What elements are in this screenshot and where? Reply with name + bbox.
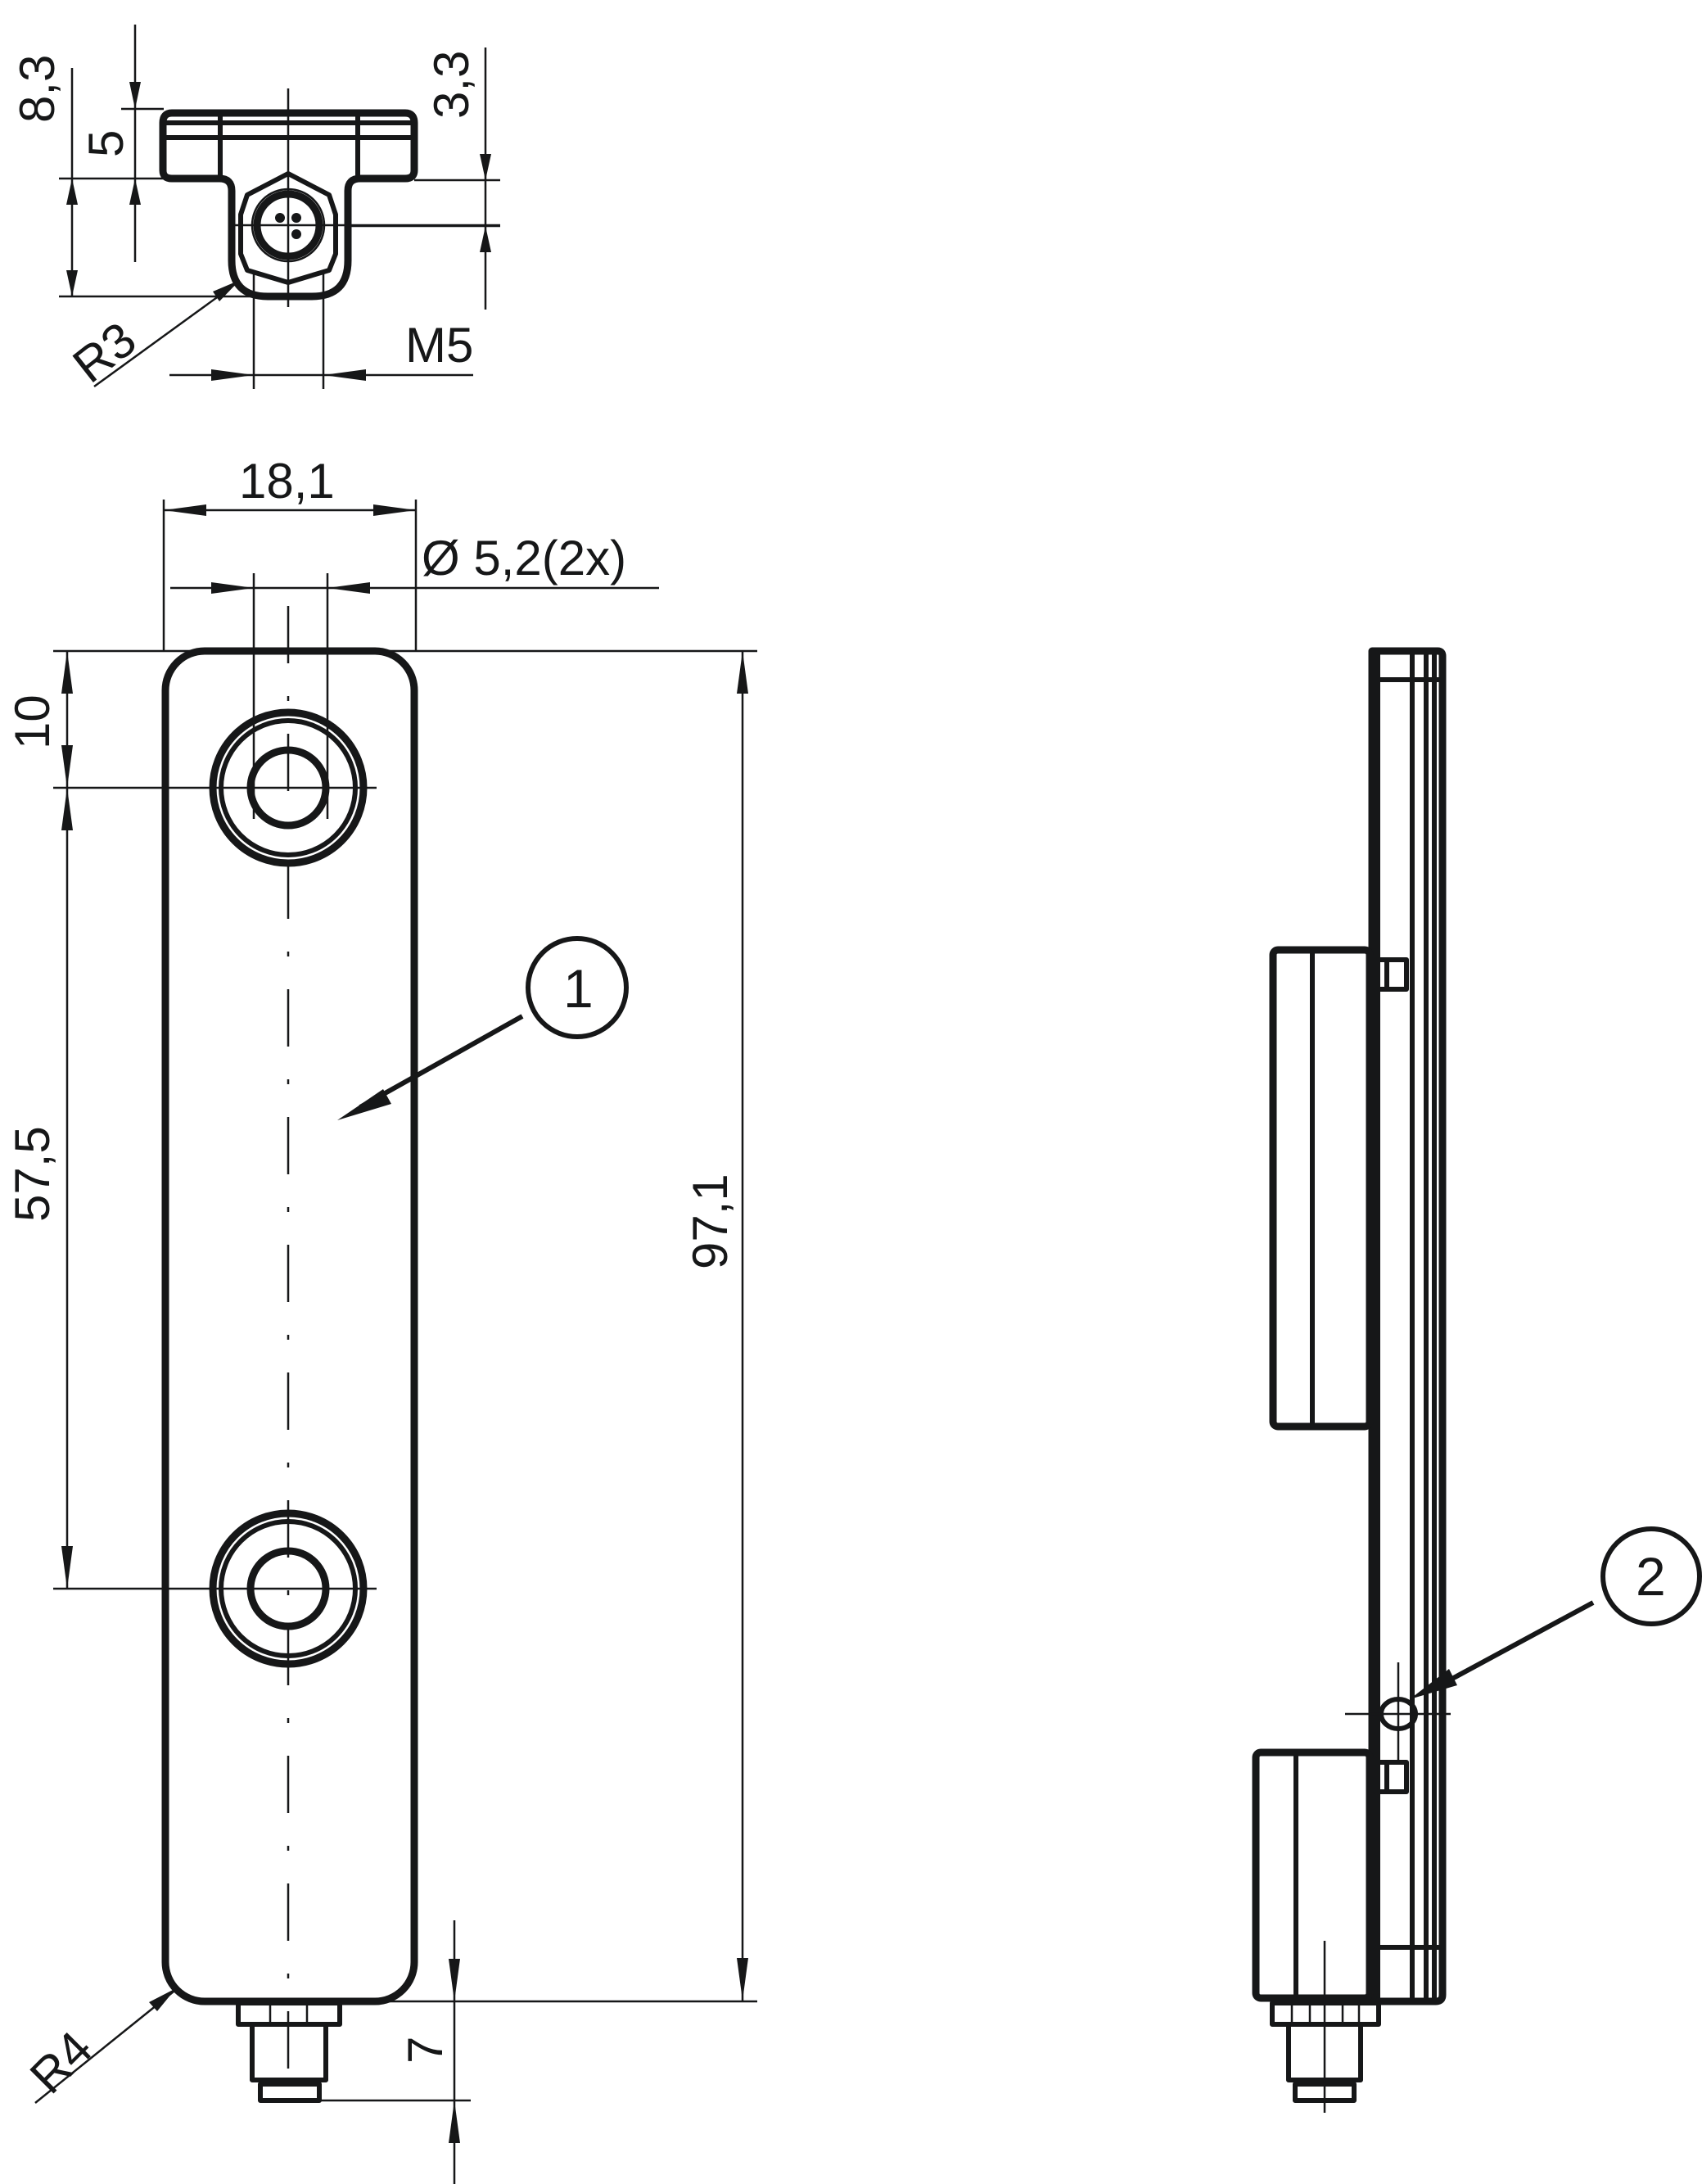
arrowhead xyxy=(373,504,416,516)
arrowhead xyxy=(737,651,748,694)
front-view: 18,1 Ø 5,2(2x) 10 57,5 97,1 7 R4 1 xyxy=(5,454,757,2184)
arrowhead xyxy=(480,226,491,252)
arrowhead xyxy=(737,1958,748,2001)
upper-housing xyxy=(1269,946,1374,1431)
arrowhead xyxy=(129,179,141,205)
top-view: 8,3 5 3,3 R3 M5 xyxy=(10,25,500,393)
lower-housing xyxy=(1252,1748,1374,2002)
front-connector xyxy=(236,2001,342,2103)
dim-label-r3: R3 xyxy=(63,311,147,393)
dim-label-5: 5 xyxy=(79,130,133,157)
balloon-2 xyxy=(1600,1526,1702,1626)
arrowhead xyxy=(1410,1669,1457,1699)
arrowhead xyxy=(61,745,73,788)
balloon-1-label: 1 xyxy=(563,958,594,1019)
arrowhead xyxy=(129,82,141,109)
dim-label-3-3: 3,3 xyxy=(424,51,479,119)
side-bar-outline xyxy=(1368,647,1447,2005)
leader-r4 xyxy=(34,1991,174,2104)
dim-label-hole-diameter: Ø 5,2(2x) xyxy=(422,531,626,586)
arrowhead xyxy=(66,270,78,296)
dim-label-7: 7 xyxy=(398,2037,453,2064)
dim-label-57-5: 57,5 xyxy=(5,1126,60,1222)
arrowhead xyxy=(61,788,73,830)
leader-r3 xyxy=(93,281,238,388)
arrowhead xyxy=(211,582,254,594)
dim-label-8-3: 8,3 xyxy=(10,55,65,123)
side-view: 2 xyxy=(1252,647,1702,2113)
lower-clip xyxy=(1373,1760,1409,1794)
arrowhead xyxy=(61,651,73,694)
upper-clip xyxy=(1373,957,1409,992)
arrowhead xyxy=(449,1959,460,2001)
connector-pin xyxy=(291,229,301,239)
dim-label-97-1: 97,1 xyxy=(683,1173,738,1269)
balloon-1 xyxy=(526,936,629,1039)
arrowhead xyxy=(327,582,370,594)
arrowhead xyxy=(337,1089,391,1120)
leader-balloon-1 xyxy=(359,1014,524,1110)
leader-balloon-2 xyxy=(1447,1600,1595,1683)
arrowhead xyxy=(449,2100,460,2143)
arrowhead xyxy=(323,369,366,381)
connector-pin xyxy=(291,213,301,223)
dim-label-r4: R4 xyxy=(20,2021,103,2105)
arrowhead xyxy=(211,369,254,381)
top-view-outline xyxy=(159,109,418,301)
arrowhead xyxy=(61,1546,73,1589)
dim-label-18-1: 18,1 xyxy=(239,454,335,509)
arrowhead xyxy=(480,154,491,180)
arrowhead xyxy=(66,179,78,205)
arrowhead xyxy=(149,1988,176,2011)
arrowhead xyxy=(164,504,206,516)
dim-label-10: 10 xyxy=(5,694,60,749)
dim-label-m5: M5 xyxy=(405,318,473,373)
balloon-2-label: 2 xyxy=(1636,1546,1666,1607)
arrowhead xyxy=(213,280,240,301)
connector-pin xyxy=(275,213,285,223)
side-connector xyxy=(1270,1941,1381,2113)
